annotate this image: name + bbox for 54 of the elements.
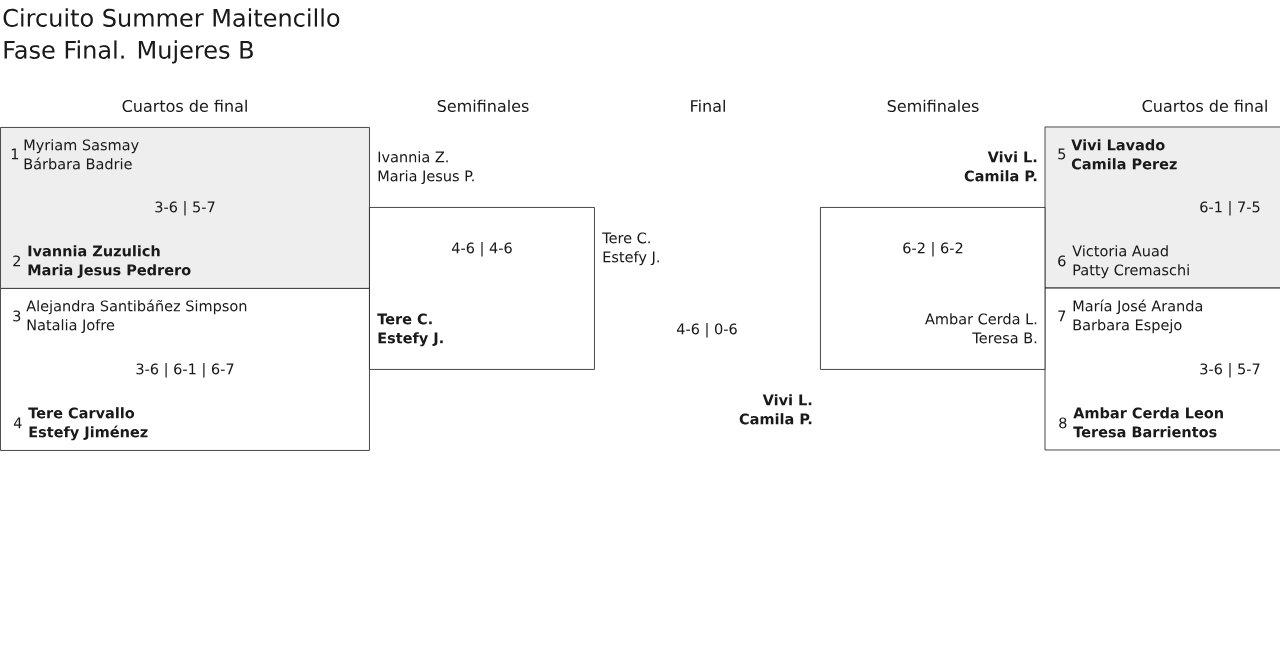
round-heading: Semifinales [887, 99, 979, 113]
player-name: Camila P. [964, 170, 1037, 182]
player-name: Bárbara Badrie [24, 157, 132, 170]
round-heading: Final [691, 99, 725, 113]
player-name: Estefy J. [378, 332, 443, 347]
match-score: 3-6 | 6-1 | 6-7 [136, 363, 234, 378]
player-name: Ambar Cerda L. [925, 313, 1037, 325]
player-name: Ambar Cerda Leon [1073, 407, 1223, 419]
round-heading: Semifinales [437, 99, 529, 113]
match-score: 3-6 | 5-7 [155, 201, 215, 216]
bracket-box [369, 151, 595, 370]
player-name: Maria Jesus P. [378, 170, 474, 185]
subtitle: Fase Final. Mujeres B [4, 40, 253, 64]
seed-number: 2 [13, 255, 20, 267]
player-name: Ivannia Z. [378, 151, 448, 163]
player-name: Vivi L. [762, 394, 812, 406]
seed-number: 6 [1058, 255, 1066, 267]
player-name: Patty Cremaschi [1073, 264, 1189, 279]
player-name: Maria Jesus Pedrero [28, 264, 191, 279]
player-name: Natalia Jofre [27, 319, 115, 334]
seed-number: 3 [13, 310, 21, 322]
player-name: Estefy Jiménez [29, 425, 148, 441]
seed-number: 7 [1058, 310, 1066, 322]
match-score: 4-6 | 0-6 [676, 323, 737, 338]
player-name: Victoria Auad [1072, 245, 1168, 257]
seed-number: 5 [1058, 148, 1066, 160]
player-name: Tere C. [377, 313, 432, 325]
match-box [0, 127, 370, 289]
match-score: 6-2 | 6-2 [903, 242, 963, 257]
player-name: Barbara Espejo [1073, 319, 1182, 334]
player-name: Ivannia Zuzulich [28, 245, 160, 257]
player-name: Camila Perez [1071, 158, 1177, 170]
player-name: Vivi Lavado [1071, 139, 1165, 151]
match-score: 4-6 | 4-6 [452, 242, 512, 257]
match-box [1044, 287, 1280, 451]
player-name: Teresa Barrientos [1073, 426, 1217, 438]
match-box [0, 288, 370, 451]
seed-number: 8 [1059, 417, 1067, 429]
bracket-box [820, 151, 1046, 370]
title: Circuito Summer Maitencillo [3, 8, 340, 27]
player-name: Tere Carvallo [28, 407, 135, 419]
match-score: 6-1 | 7-5 [1200, 201, 1260, 216]
match-box [1044, 126, 1280, 289]
round-heading: Cuartos de final [122, 99, 247, 113]
player-name: Camila P. [739, 413, 812, 425]
player-name: Teresa B. [972, 332, 1037, 344]
seed-number: 1 [11, 148, 19, 160]
round-heading: Cuartos de final [1142, 99, 1267, 113]
player-name: Alejandra Santibáñez Simpson [26, 299, 247, 315]
seed-number: 4 [13, 417, 22, 429]
match-score: 3-6 | 5-7 [1200, 363, 1260, 378]
player-name: María José Aranda [1073, 299, 1203, 315]
player-name: Myriam Sasmay [24, 139, 139, 154]
player-name: Vivi L. [987, 151, 1037, 163]
